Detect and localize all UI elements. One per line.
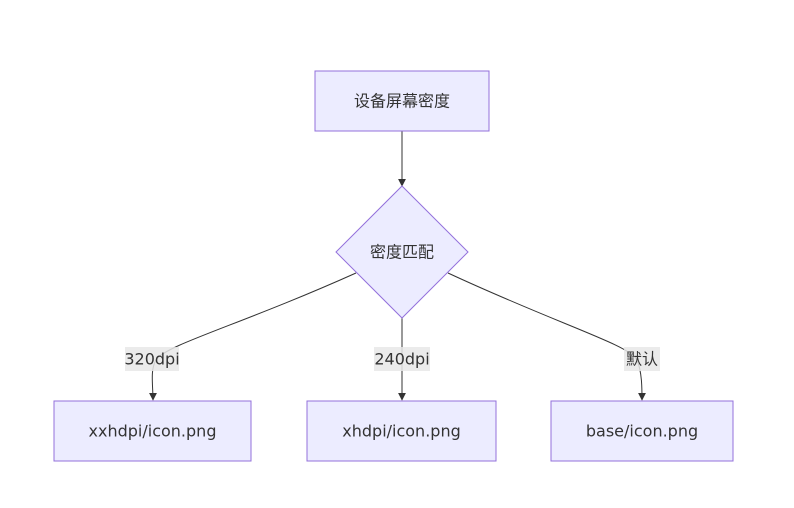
node-screen-density-label: 设备屏幕密度 xyxy=(354,92,450,111)
edge-label-default: 默认 xyxy=(624,347,660,371)
node-xxhdpi-label: xxhdpi/icon.png xyxy=(89,422,217,441)
edge-labels: 320dpi 240dpi 默认 xyxy=(124,347,660,371)
edge-label-240dpi-text: 240dpi xyxy=(374,350,429,369)
node-screen-density: 设备屏幕密度 xyxy=(314,70,490,132)
edge-label-default-text: 默认 xyxy=(626,350,658,369)
node-base: base/icon.png xyxy=(550,400,734,462)
edge-label-240dpi: 240dpi xyxy=(374,347,430,371)
node-density-match: 密度匹配 xyxy=(335,185,469,319)
node-xhdpi: xhdpi/icon.png xyxy=(306,400,497,462)
node-density-match-label: 密度匹配 xyxy=(370,243,434,262)
nodes: 设备屏幕密度 密度匹配 xxhdpi/icon.png xhdpi/icon.p… xyxy=(53,70,734,462)
node-xhdpi-label: xhdpi/icon.png xyxy=(342,422,460,441)
edge-label-320dpi-text: 320dpi xyxy=(124,350,179,369)
edge-label-320dpi: 320dpi xyxy=(124,347,180,371)
edge-density-match-to-base xyxy=(447,272,646,401)
node-xxhdpi: xxhdpi/icon.png xyxy=(53,400,252,462)
node-base-label: base/icon.png xyxy=(586,422,698,441)
edge-density-match-to-xxhdpi xyxy=(148,272,357,401)
